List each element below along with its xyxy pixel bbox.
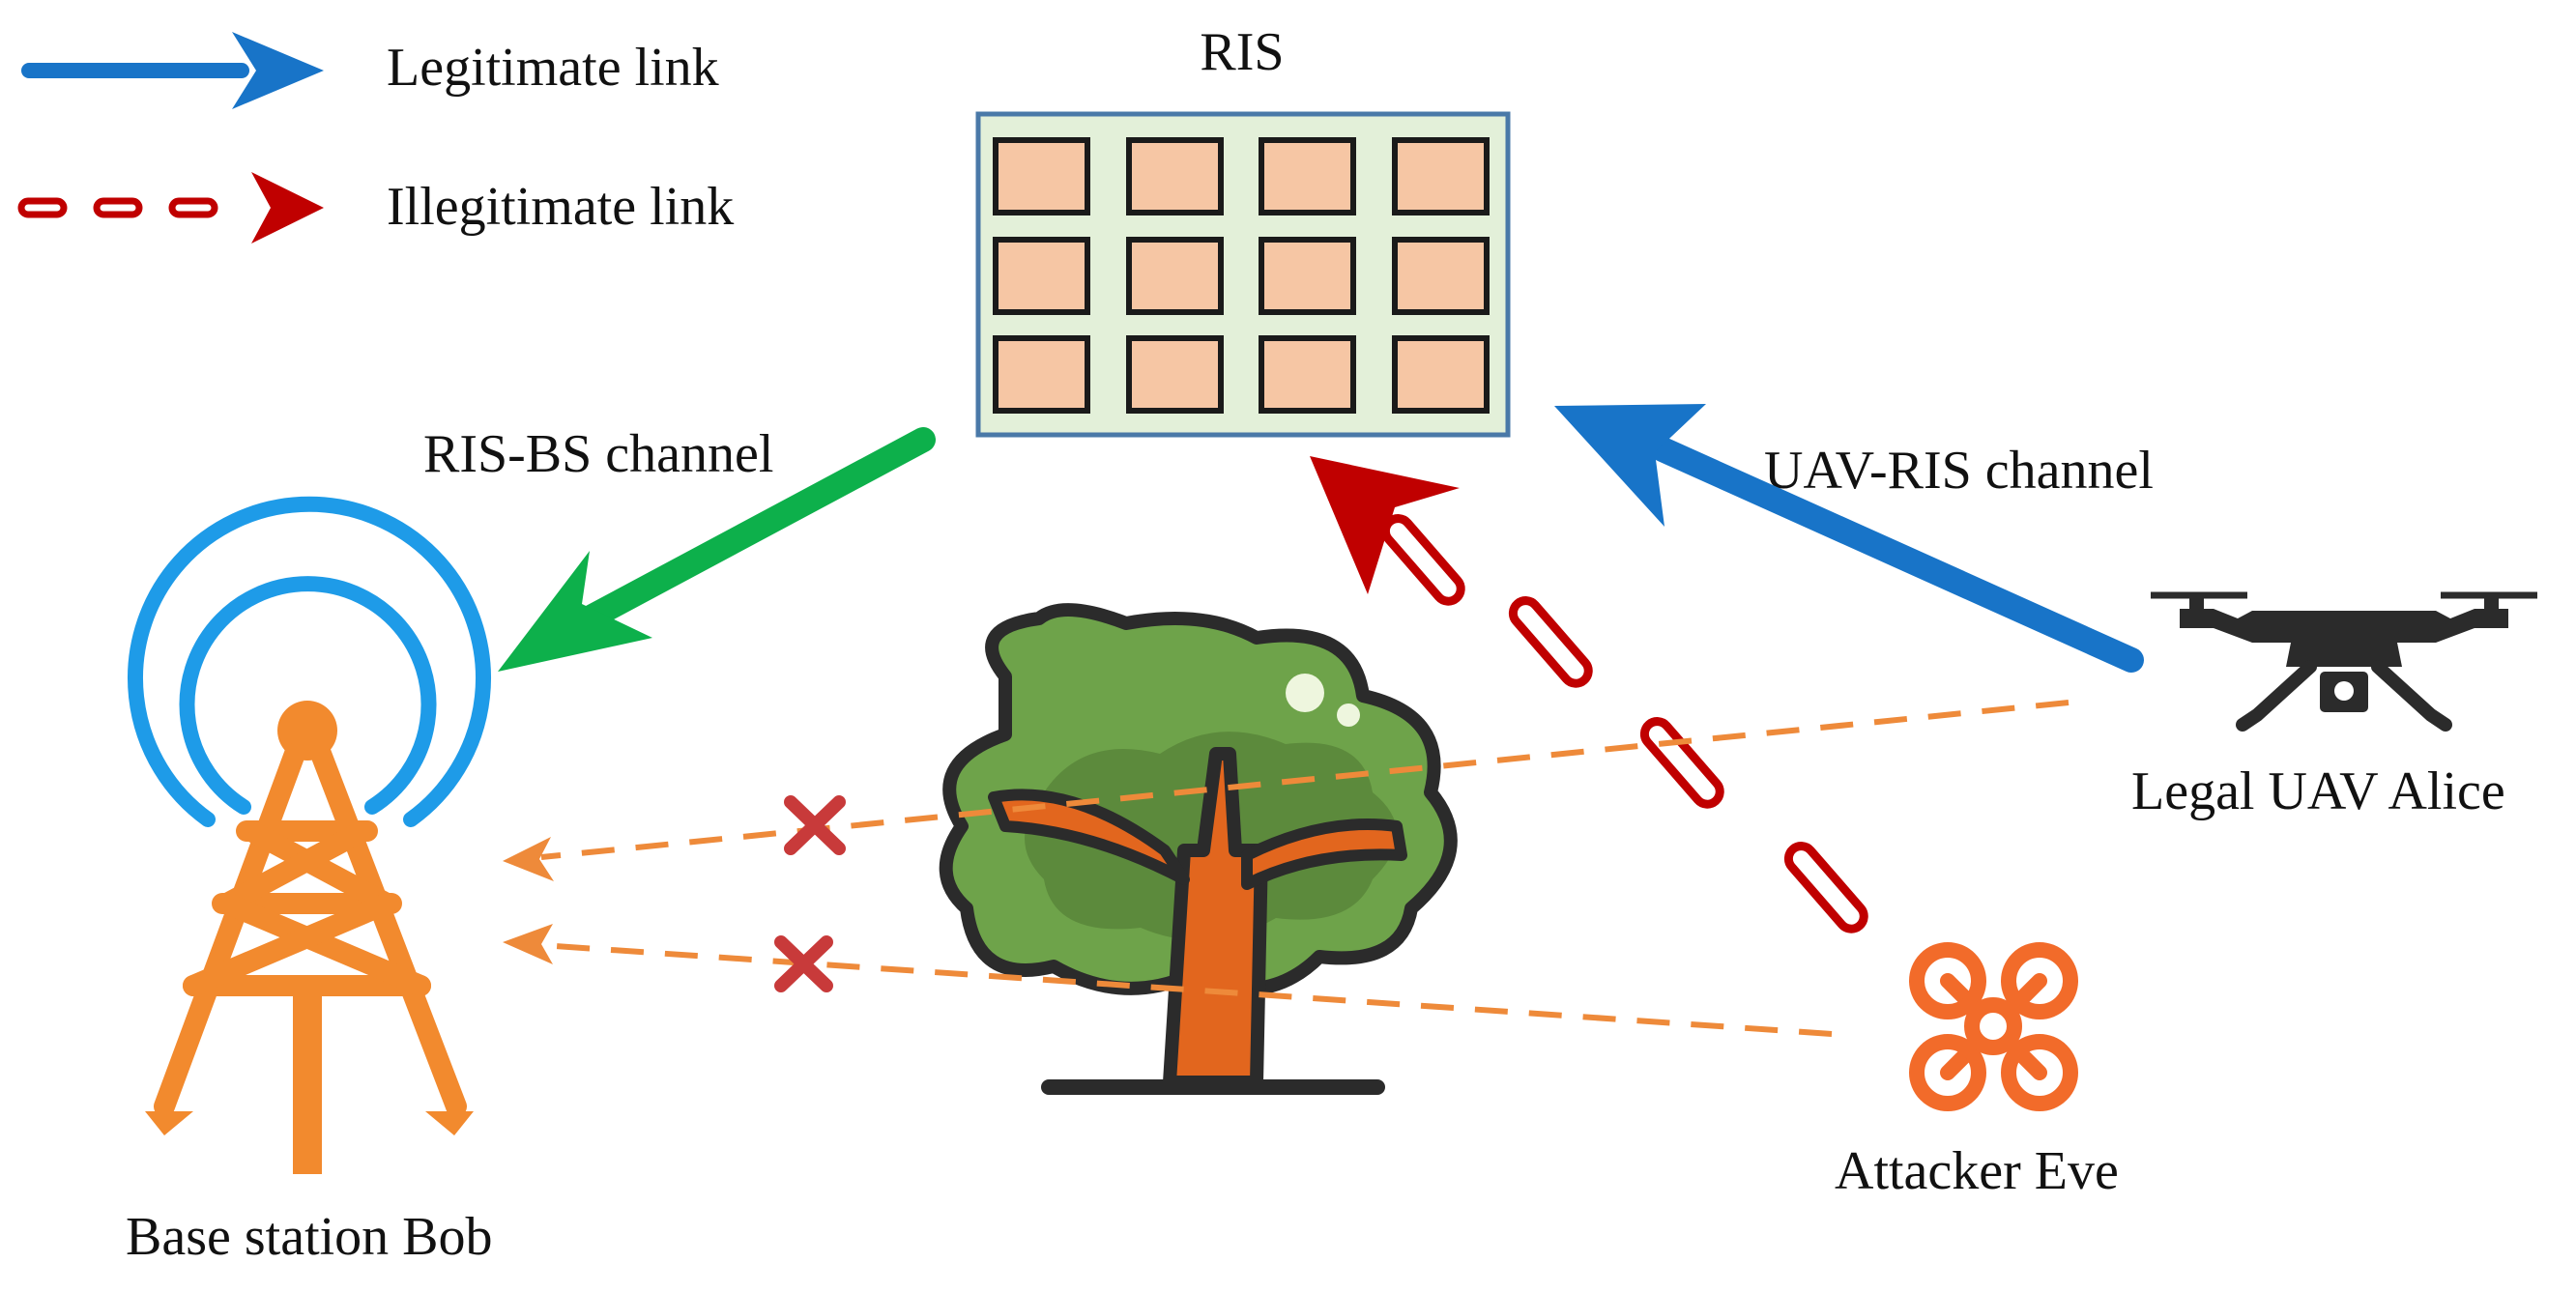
ris-bs-channel-label: RIS-BS channel <box>423 424 773 484</box>
legend: Legitimate link Illegitimate link <box>17 32 734 244</box>
signal-waves-icon <box>128 496 491 827</box>
uav-ris-link-arrow <box>1554 404 2144 673</box>
cell-tower-icon <box>128 496 491 1174</box>
legend-legitimate-arrow <box>21 32 324 109</box>
blocked-link-eve-to-bs <box>503 924 1833 1037</box>
legend-illegitimate-arrow <box>17 172 324 244</box>
blocked-x-mark-upper <box>784 795 846 855</box>
ris-label: RIS <box>1200 22 1284 82</box>
ris-bs-link-arrow <box>498 427 936 672</box>
uav-ris-channel-label: UAV-RIS channel <box>1764 441 2154 501</box>
ris-elements <box>993 137 1490 414</box>
base-station-label: Base station Bob <box>126 1207 493 1267</box>
tree-icon <box>939 603 1458 1095</box>
drone-icon <box>2151 591 2537 732</box>
legal-uav-label: Legal UAV Alice <box>2131 761 2505 821</box>
quadcopter-icon <box>1909 942 2078 1111</box>
blocked-x-mark-lower <box>774 935 833 992</box>
ris-panel <box>975 111 1511 438</box>
legend-legitimate-label: Legitimate link <box>387 38 719 98</box>
legend-illegitimate-label: Illegitimate link <box>387 177 734 237</box>
eve-ris-illegitimate-arrow <box>1310 456 1868 933</box>
attacker-label: Attacker Eve <box>1835 1141 2119 1201</box>
blocked-link-uav-to-bs <box>503 700 2069 881</box>
